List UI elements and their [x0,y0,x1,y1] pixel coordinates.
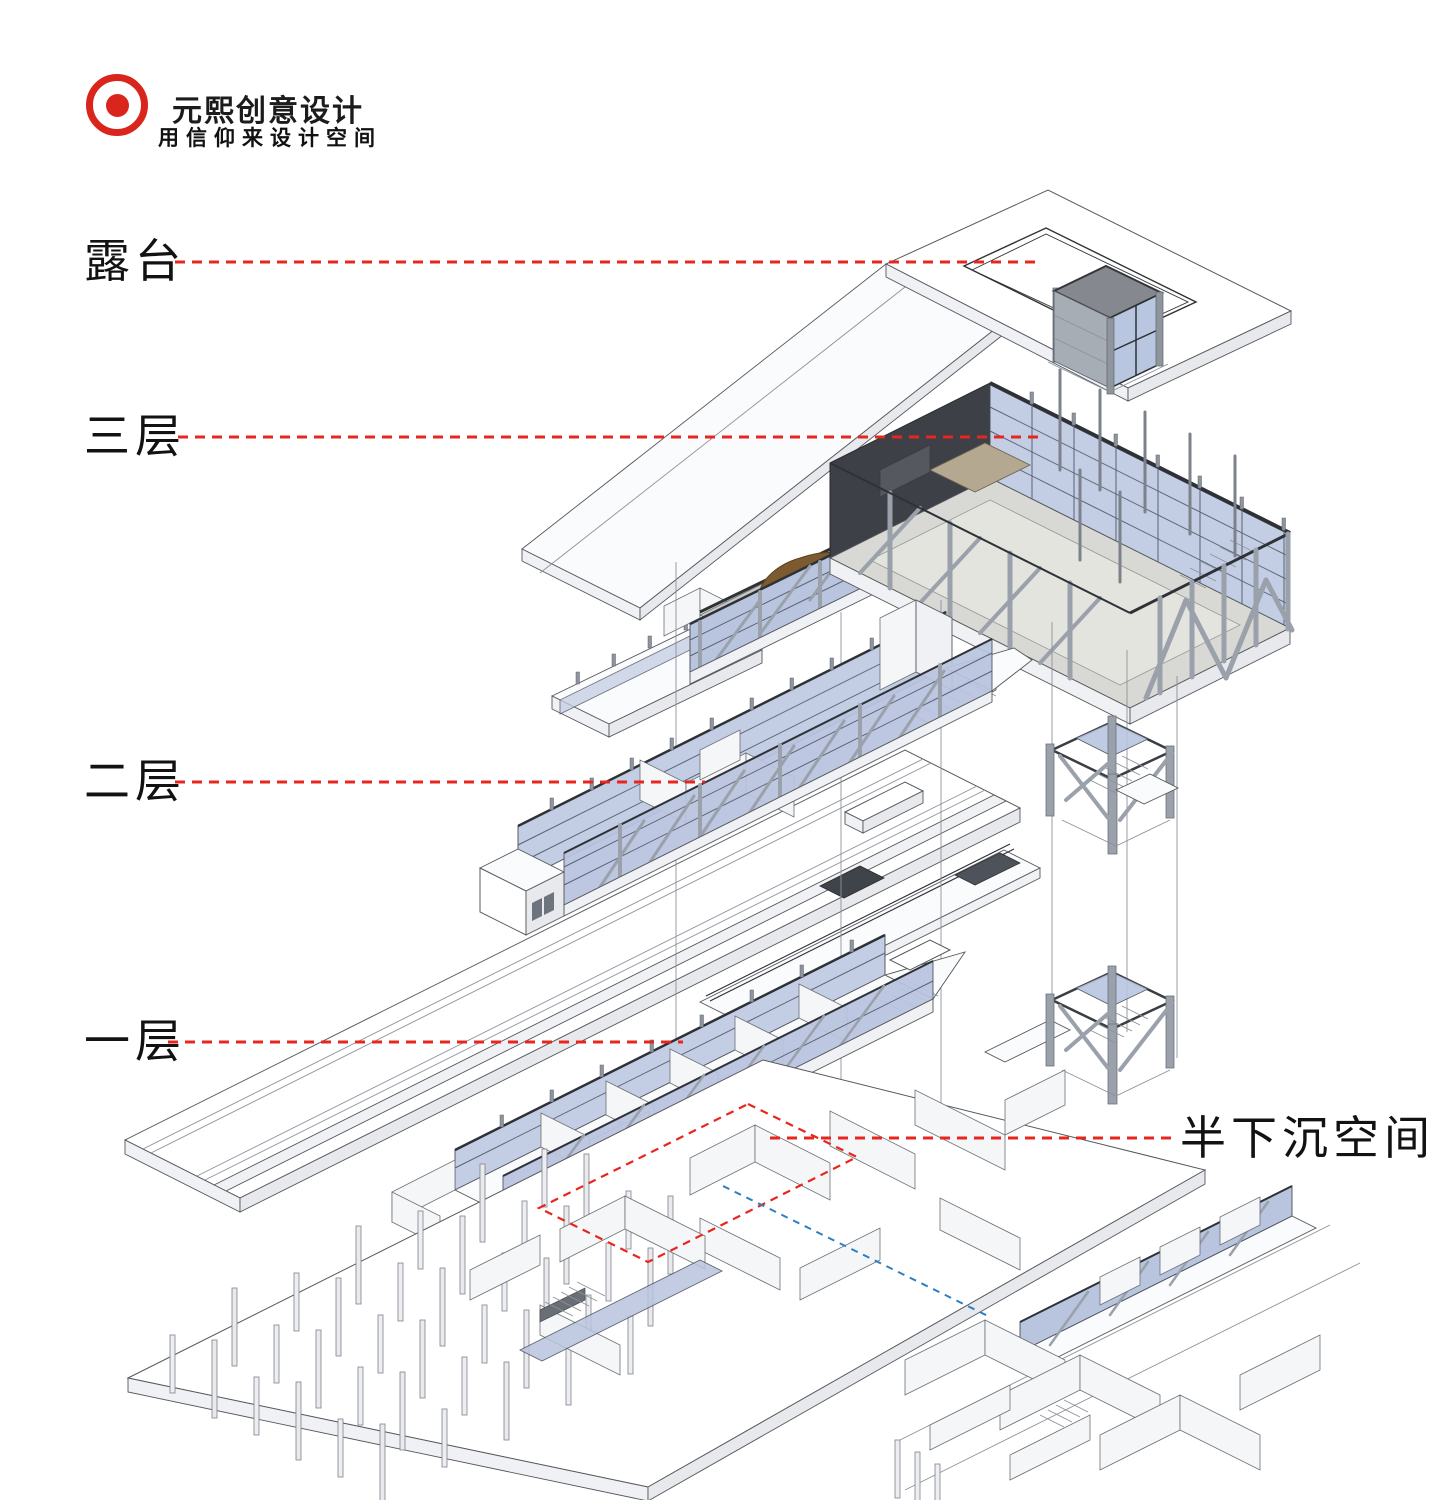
label-third-floor: 三层 [84,409,186,463]
label-first-floor: 一层 [84,1014,186,1068]
sunken-area-outline [536,1102,860,1264]
label-terrace: 露台 [84,234,186,288]
third-floor-level [550,368,1295,738]
brand-name: 元熙创意设计 [172,95,364,128]
annotation-lines [168,260,1172,1317]
foundation-walls [469,1069,1066,1376]
roof-stair-enclosure [1047,264,1169,395]
detail-callout-line [722,1185,989,1317]
stair-core-lower [983,965,1175,1105]
stair-core-upper [1045,715,1180,855]
label-second-floor: 二层 [84,754,186,808]
logo-dot-icon [106,94,129,117]
brand-slogan: 用信仰来设计空间 [158,125,382,150]
second-floor-level [478,599,1033,936]
foundation-slab [126,1059,1207,1500]
logo-target-icon [86,74,148,136]
plaza-slab [123,749,1042,1213]
sunken-space-detail [894,1185,1361,1500]
label-semi-sunken-space: 半下沉空间 [1180,1111,1435,1165]
